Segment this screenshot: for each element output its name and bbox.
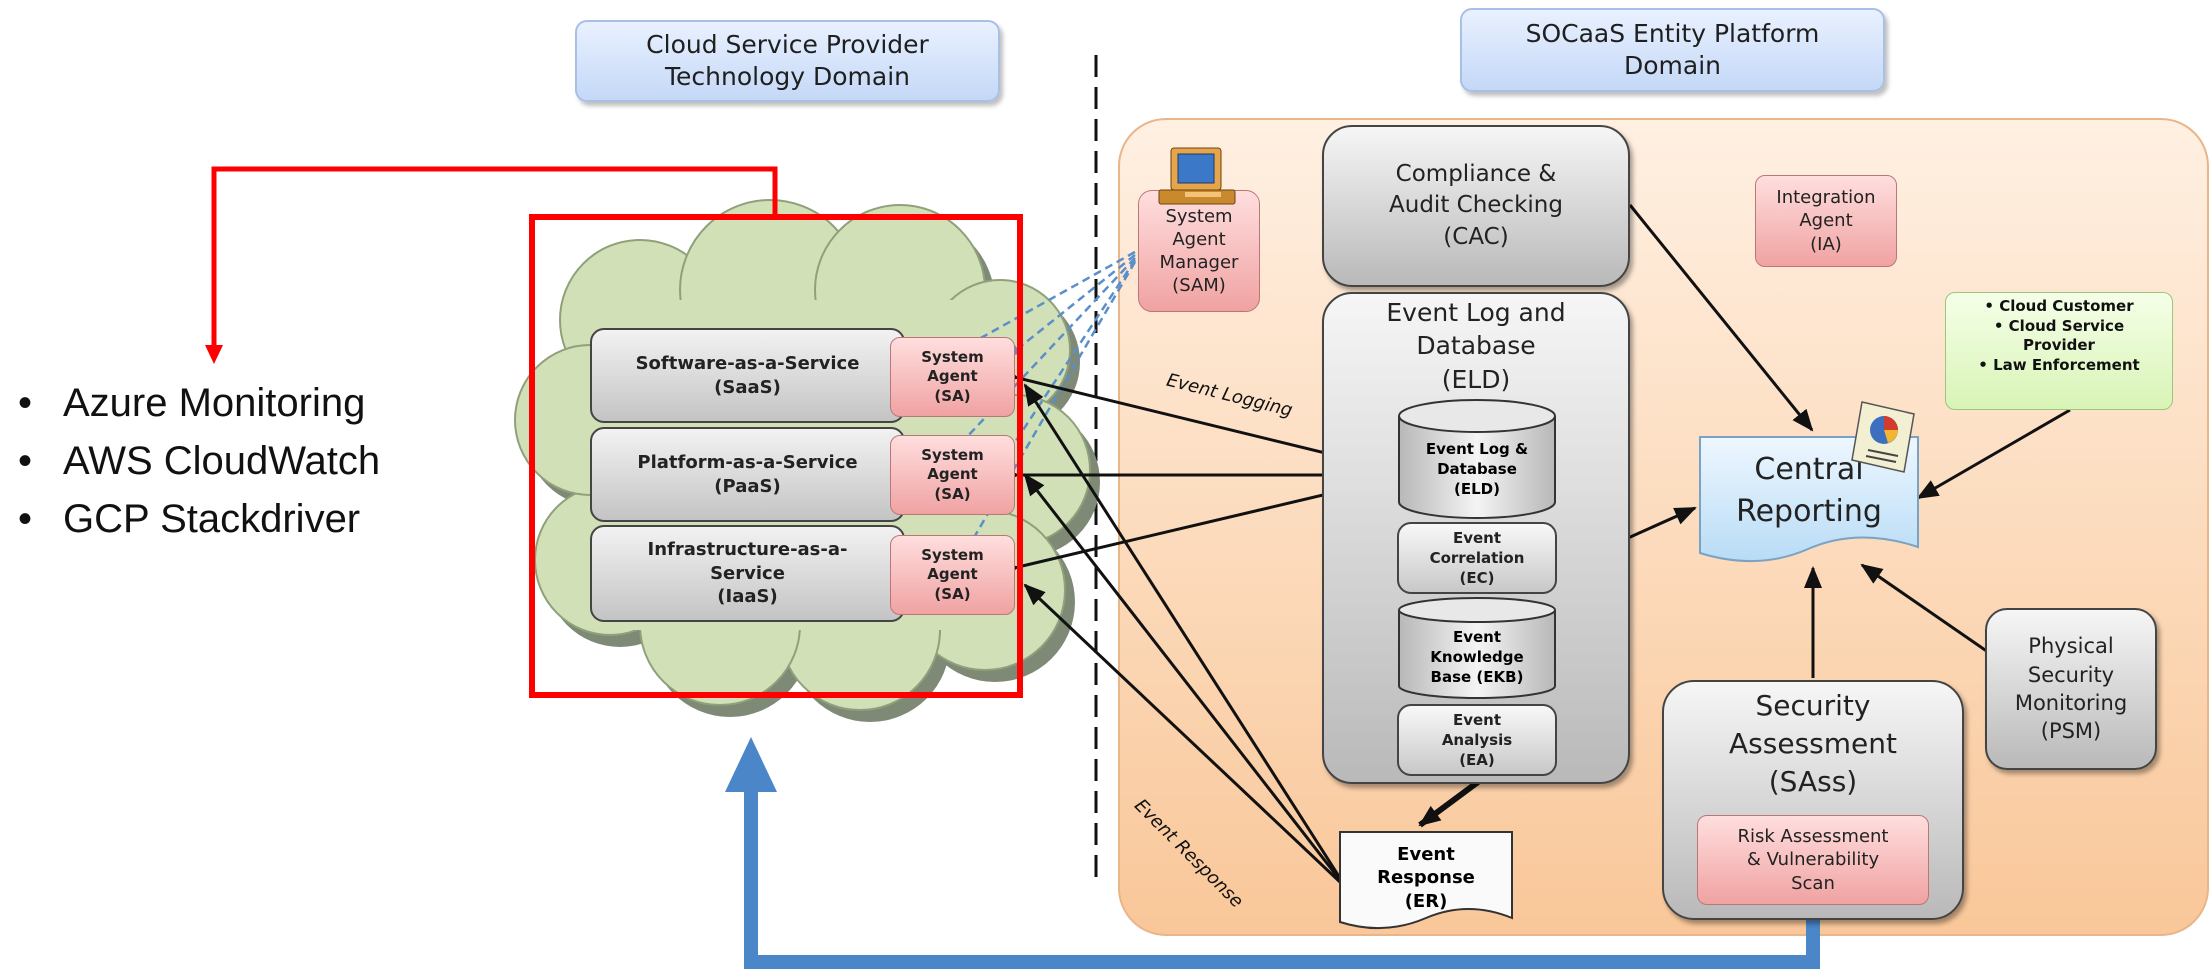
event-knowledge-base-cylinder: Event Knowledge Base (EKB): [1397, 596, 1557, 700]
stakeholder-csp: • Cloud Service Provider: [1993, 316, 2125, 355]
csp-domain-label: Cloud Service Provider Technology Domain: [575, 20, 1000, 102]
sam-link-4: [998, 259, 1137, 467]
tool-item: Azure Monitoring: [18, 374, 380, 432]
paas-layer: Platform-as-a-Service (PaaS): [590, 427, 905, 522]
saas-layer: Software-as-a-Service (SaaS): [590, 328, 905, 423]
eld-to-central-arrow: [1627, 506, 1697, 540]
eld-db-label: Event Log & Database (ELD): [1425, 439, 1529, 499]
sam-link-5: [953, 261, 1137, 572]
stakeholder-cloud-customer: • Cloud Customer: [1984, 297, 2134, 315]
sass-title: Security Assessment (SAss): [1729, 689, 1897, 799]
central-reporting: Central Reporting: [1698, 435, 1920, 570]
feedback-loop-arrowhead: [725, 737, 777, 792]
ekb-label: Event Knowledge Base (EKB): [1430, 627, 1524, 687]
stakeholders-to-central-arrow: [1916, 408, 2071, 500]
eld-title: Event Log and Database (ELD): [1386, 298, 1566, 394]
central-reporting-label: Central Reporting: [1736, 452, 1882, 529]
tool-item: GCP Stackdriver: [18, 490, 380, 548]
highlight-elbow-line: [211, 166, 778, 350]
eld-database-cylinder: Event Log & Database (ELD): [1397, 398, 1557, 520]
response-arrow-iaas: [1023, 583, 1342, 884]
stakeholder-law-enforcement: • Law Enforcement: [1978, 355, 2140, 374]
paas-system-agent: System Agent (SA): [890, 435, 1015, 515]
psm-to-central-arrow: [1860, 563, 1989, 654]
response-arrow-saas: [1023, 383, 1342, 879]
computer-icon: [1158, 147, 1236, 205]
monitoring-tools-list: Azure Monitoring AWS CloudWatch GCP Stac…: [18, 374, 380, 548]
ea-to-er-arrow: [1418, 779, 1480, 828]
sam-link-3: [948, 257, 1136, 457]
system-agent-manager: System Agent Manager (SAM): [1138, 190, 1260, 312]
response-arrow-paas: [1023, 473, 1342, 881]
integration-agent: Integration Agent (IA): [1755, 175, 1897, 267]
cac-to-central-arrow: [1628, 204, 1814, 432]
stakeholders-box: • Cloud Customer • Cloud Service Provide…: [1945, 292, 2173, 410]
sam-link-1: [943, 250, 1136, 360]
report-icon: [1851, 401, 1915, 473]
compliance-audit-checking: Compliance & Audit Checking (CAC): [1322, 125, 1630, 287]
risk-assessment-scan: Risk Assessment & Vulnerability Scan: [1697, 815, 1929, 905]
event-response: Event Response (ER): [1338, 830, 1514, 932]
feedback-loop-line: [744, 790, 1820, 969]
iaas-layer: Infrastructure-as-a- Service (IaaS): [590, 525, 905, 622]
event-correlation: Event Correlation (EC): [1397, 522, 1557, 594]
er-label: Event Response (ER): [1377, 843, 1475, 912]
iaas-system-agent: System Agent (SA): [890, 535, 1015, 615]
saas-system-agent: System Agent (SA): [890, 337, 1015, 417]
physical-security-monitoring: Physical Security Monitoring (PSM): [1985, 608, 2157, 770]
socaas-domain-label: SOCaaS Entity Platform Domain: [1460, 8, 1885, 92]
tool-item: AWS CloudWatch: [18, 432, 380, 490]
sam-link-2: [1008, 254, 1136, 357]
event-analysis: Event Analysis (EA): [1397, 704, 1557, 776]
highlight-arrowhead: [205, 345, 223, 364]
